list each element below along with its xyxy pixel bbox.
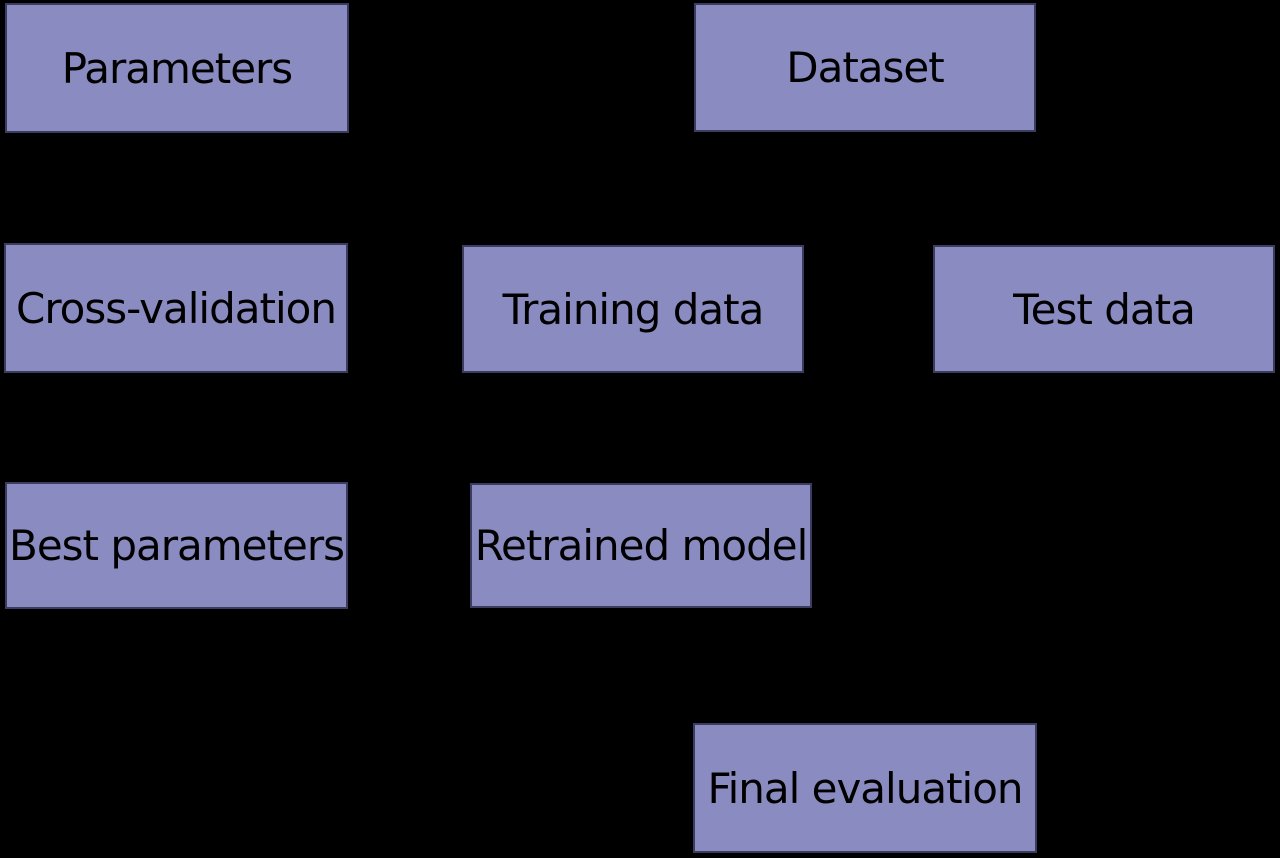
diagram-node-best-parameters: Best parameters <box>5 482 348 609</box>
diagram-node-training-data: Training data <box>462 245 804 373</box>
node-label-cross-validation: Cross-validation <box>16 283 337 333</box>
diagram-node-parameters: Parameters <box>5 3 349 133</box>
node-label-dataset: Dataset <box>786 43 944 92</box>
diagram-node-final-evaluation: Final evaluation <box>693 723 1037 853</box>
diagram-node-test-data: Test data <box>933 245 1275 373</box>
node-label-best-parameters: Best parameters <box>9 521 345 570</box>
node-label-retrained-model: Retrained model <box>474 521 809 570</box>
node-label-final-evaluation: Final evaluation <box>707 763 1023 813</box>
node-label-parameters: Parameters <box>61 43 293 93</box>
node-label-training-data: Training data <box>502 284 765 334</box>
diagram-node-dataset: Dataset <box>694 3 1036 132</box>
diagram-node-cross-validation: Cross-validation <box>4 243 348 373</box>
node-label-test-data: Test data <box>1013 284 1196 334</box>
diagram-node-retrained-model: Retrained model <box>470 483 812 608</box>
